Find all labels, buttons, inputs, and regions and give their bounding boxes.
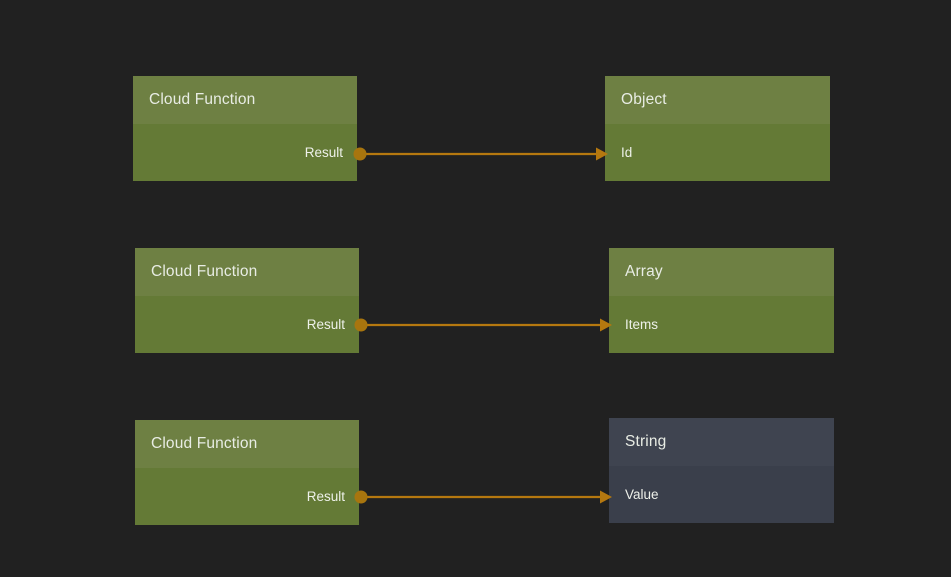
node-title: Cloud Function [151, 435, 258, 452]
node-output-port-row[interactable]: Result [135, 296, 359, 353]
node-cloud-function-1[interactable]: Cloud Function Result [133, 76, 357, 181]
port-label-result: Result [306, 489, 345, 504]
node-header: String [609, 418, 834, 466]
node-input-port-row[interactable]: Id [605, 124, 830, 181]
node-input-port-row[interactable]: Value [609, 466, 834, 523]
node-title: Cloud Function [149, 91, 256, 108]
node-cloud-function-2[interactable]: Cloud Function Result [135, 248, 359, 353]
node-title: String [625, 433, 667, 450]
port-label-items: Items [625, 317, 659, 332]
node-header: Cloud Function [133, 76, 357, 124]
node-header: Cloud Function [135, 248, 359, 296]
node-output-port-row[interactable]: Result [133, 124, 357, 181]
node-header: Array [609, 248, 834, 296]
node-input-port-row[interactable]: Items [609, 296, 834, 353]
node-header: Object [605, 76, 830, 124]
node-array-1[interactable]: Array Items [609, 248, 834, 353]
port-label-result: Result [306, 317, 345, 332]
node-object-1[interactable]: Object Id [605, 76, 830, 181]
node-output-port-row[interactable]: Result [135, 468, 359, 525]
node-string-1[interactable]: String Value [609, 418, 834, 523]
port-label-id: Id [621, 145, 633, 160]
node-title: Array [625, 263, 663, 280]
node-title: Object [621, 91, 667, 108]
port-label-value: Value [625, 487, 659, 502]
node-title: Cloud Function [151, 263, 258, 280]
port-label-result: Result [304, 145, 343, 160]
node-cloud-function-3[interactable]: Cloud Function Result [135, 420, 359, 525]
node-header: Cloud Function [135, 420, 359, 468]
